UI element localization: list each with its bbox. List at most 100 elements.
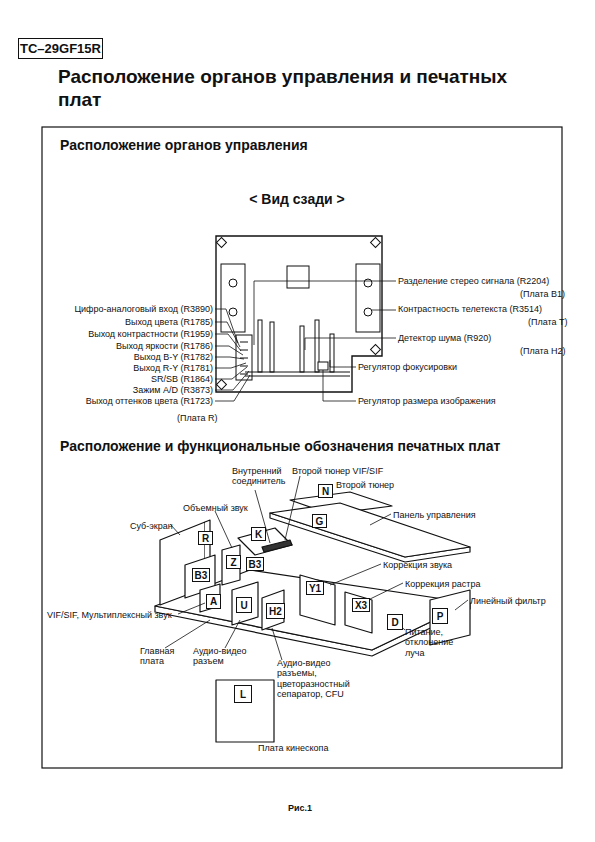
label-text: < Вид сзади > bbox=[249, 191, 344, 207]
board bbox=[222, 545, 240, 585]
board-letter-box: G bbox=[312, 514, 327, 528]
box-label: B3 bbox=[249, 559, 262, 570]
label-text: Контрастность телетекста (R3514) bbox=[398, 304, 542, 314]
board-letter-box: L bbox=[234, 685, 252, 703]
label-text: Выход цвета (R1785) bbox=[125, 317, 213, 327]
label-text: Выход оттенков цвета (R1723) bbox=[86, 396, 213, 406]
board bbox=[238, 528, 292, 555]
box-label: Z bbox=[230, 557, 236, 568]
box-label: P bbox=[437, 611, 444, 622]
mount-hole bbox=[229, 279, 237, 287]
label-text: Аудио-видео разъемы, цветоразностный сеп… bbox=[277, 658, 357, 699]
pcb-edge bbox=[300, 326, 304, 372]
board-letter-box: X3 bbox=[352, 598, 370, 612]
model-box: TC–29GF15R bbox=[18, 38, 103, 59]
label-text: VIF/SIF, Мультиплексный звук bbox=[47, 610, 172, 620]
board-letter-box: K bbox=[251, 527, 266, 541]
screw-mark bbox=[371, 345, 381, 355]
label-text: Расположение органов управления bbox=[60, 137, 308, 153]
label-text: (Плата H2) bbox=[520, 346, 566, 356]
regulator bbox=[318, 362, 328, 370]
mount-hole bbox=[229, 308, 237, 316]
box-label: U bbox=[240, 600, 247, 611]
label-text: Расположение и функциональные обозначени… bbox=[60, 438, 500, 454]
label-text: Суб-экран bbox=[130, 521, 173, 531]
box-label: L bbox=[240, 689, 246, 700]
label-text: Зажим A/D (R3873) bbox=[133, 385, 213, 395]
label-text: Выход яркости (R1786) bbox=[116, 341, 213, 351]
frame bbox=[42, 127, 562, 768]
tv-back-outline bbox=[216, 236, 382, 392]
leader-lines bbox=[165, 476, 468, 660]
figure-caption: Рис.1 bbox=[288, 803, 312, 813]
label-text: Цифро-аналоговый вход (R3890) bbox=[74, 304, 213, 314]
screw-mark bbox=[217, 238, 227, 248]
label-text: Коррекция растра bbox=[405, 579, 480, 589]
label-text: Линейный фильтр bbox=[470, 596, 546, 606]
board-letter-box: R bbox=[198, 531, 213, 545]
label-text: Разделение стерео сигнала (R2204) bbox=[398, 276, 549, 286]
mount-hole bbox=[364, 279, 372, 287]
board-letter-box: Y1 bbox=[306, 581, 324, 595]
label-text: Выход R-Y (R1781) bbox=[133, 363, 213, 373]
label-text: Детектор шума (R920) bbox=[398, 333, 491, 343]
label-text: Панель управления bbox=[393, 510, 476, 520]
board-letter-box: B3 bbox=[192, 568, 210, 582]
pcb-edge bbox=[258, 320, 262, 372]
leader-lines bbox=[215, 309, 250, 401]
label-text: (Плата B1) bbox=[520, 289, 565, 299]
leader-lines bbox=[254, 281, 396, 401]
board bbox=[232, 582, 258, 625]
label-text: Регулятор размера изображения bbox=[358, 396, 496, 406]
label-text: Питание, отклонение луча bbox=[405, 627, 461, 658]
crt-board bbox=[216, 680, 274, 742]
label-text: Коррекция звука bbox=[383, 560, 452, 570]
label-text: Внутренний соединитель bbox=[232, 466, 294, 487]
box-label: X3 bbox=[355, 600, 367, 611]
pcb-edge bbox=[330, 334, 334, 372]
label-text: Выход B-Y (R1782) bbox=[134, 352, 213, 362]
internal-connector bbox=[262, 540, 292, 552]
board-letter-box: A bbox=[206, 594, 221, 609]
board-lines bbox=[240, 342, 350, 376]
page-title: Расположение органов управления и печатн… bbox=[58, 66, 548, 112]
box-label: N bbox=[322, 486, 329, 497]
label-text: Аудио-видео разъем bbox=[193, 646, 253, 667]
board-letter-box: B3 bbox=[246, 557, 264, 571]
box-label: Y1 bbox=[309, 583, 321, 594]
board-letter-box: U bbox=[236, 597, 252, 613]
label-text: Второй тюнер bbox=[336, 480, 394, 490]
board-letter-box: D bbox=[387, 614, 403, 630]
screw-mark bbox=[371, 238, 381, 248]
bracket bbox=[356, 264, 380, 332]
board-letter-box: N bbox=[318, 484, 333, 498]
label-text: (Плата T) bbox=[528, 317, 568, 327]
pcb-edge bbox=[270, 322, 274, 372]
label-text: Плата кинескопа bbox=[258, 743, 328, 753]
center-block bbox=[287, 266, 309, 288]
board bbox=[300, 575, 335, 625]
box-label: D bbox=[391, 617, 398, 628]
box-label: TC–29GF15R bbox=[20, 41, 101, 56]
board bbox=[345, 592, 372, 633]
box-label: A bbox=[210, 596, 217, 607]
box-label: K bbox=[255, 529, 262, 540]
board-letter-box: Z bbox=[226, 555, 241, 569]
label-text: (Плата R) bbox=[177, 413, 218, 423]
board-letter-box: P bbox=[432, 608, 448, 624]
box-label: G bbox=[316, 516, 324, 527]
label-text: Второй тюнер VIF/SIF bbox=[292, 466, 383, 476]
label-text: Главная плата bbox=[140, 646, 186, 667]
board-letter-box: H2 bbox=[266, 603, 285, 619]
label-text: SR/SB (R1864) bbox=[151, 374, 213, 384]
label-text: Выход контрастности (R1959) bbox=[88, 329, 213, 339]
screw-mark bbox=[217, 380, 227, 390]
box-label: H2 bbox=[269, 606, 282, 617]
box-label: R bbox=[202, 533, 209, 544]
label-text: Регулятор фокусировки bbox=[358, 362, 457, 372]
board bbox=[262, 590, 284, 630]
board bbox=[200, 584, 220, 612]
label-text: Объемный звук bbox=[183, 503, 248, 513]
